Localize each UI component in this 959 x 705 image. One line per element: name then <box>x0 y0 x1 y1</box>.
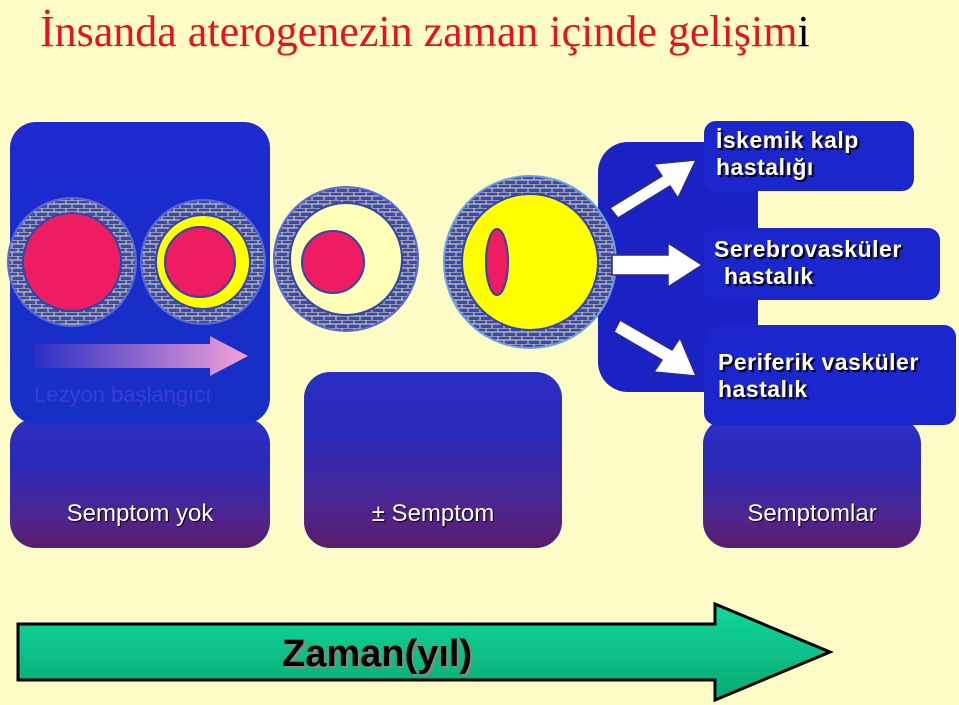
stage-panel-possible-symptom: ± Semptom <box>304 372 562 548</box>
lesion-progress-arrow <box>34 336 248 376</box>
vessel-stage-1 <box>7 197 137 327</box>
outcome-arrows <box>608 159 704 377</box>
arrow-to-ischemic-heart <box>608 159 698 219</box>
timeline-label: Zaman(yıl) <box>282 633 473 675</box>
outcome-peripheral-line2: hastalık <box>718 376 808 402</box>
outcome-peripheral-line1: Periferik vasküler <box>718 349 919 375</box>
stage-label-no-symptom: Semptom yok <box>66 500 214 527</box>
outcome-peripheral: Periferik vasküler hastalık <box>704 325 956 425</box>
title-main: İnsanda aterogenezin zaman içinde gelişi… <box>40 7 798 56</box>
timeline-arrow <box>16 601 834 703</box>
stage-label-possible-symptom: ± Semptom <box>371 500 495 527</box>
title-tail: i <box>797 7 810 56</box>
stage-label-symptoms: Semptomlar <box>747 500 877 527</box>
vessel-stage-4 <box>443 175 617 349</box>
vessel-stage-3 <box>273 186 419 332</box>
outcome-ischemic-heart-line1: İskemik kalp <box>716 127 859 153</box>
arrow-to-peripheral <box>613 318 698 377</box>
outcome-ischemic-heart-line2: hastalığı <box>716 154 814 180</box>
page-title: İnsanda aterogenezin zaman içinde gelişi… <box>40 6 810 57</box>
outcome-cerebrovascular: Serebrovasküler hastalık <box>704 228 940 300</box>
outcome-ischemic-heart: İskemik kalp hastalığı <box>704 121 914 191</box>
lesion-onset-label: Lezyon başlangıcı <box>34 382 212 407</box>
outcome-cerebrovascular-line2: hastalık <box>724 263 814 289</box>
stage-panel-symptoms: Semptomlar <box>703 418 921 548</box>
stage-panel-no-symptom: Semptom yok <box>10 418 270 548</box>
outcome-cerebrovascular-line1: Serebrovasküler <box>714 236 902 262</box>
arrow-to-cerebrovascular <box>611 241 704 289</box>
vessel-stage-2 <box>140 199 266 325</box>
